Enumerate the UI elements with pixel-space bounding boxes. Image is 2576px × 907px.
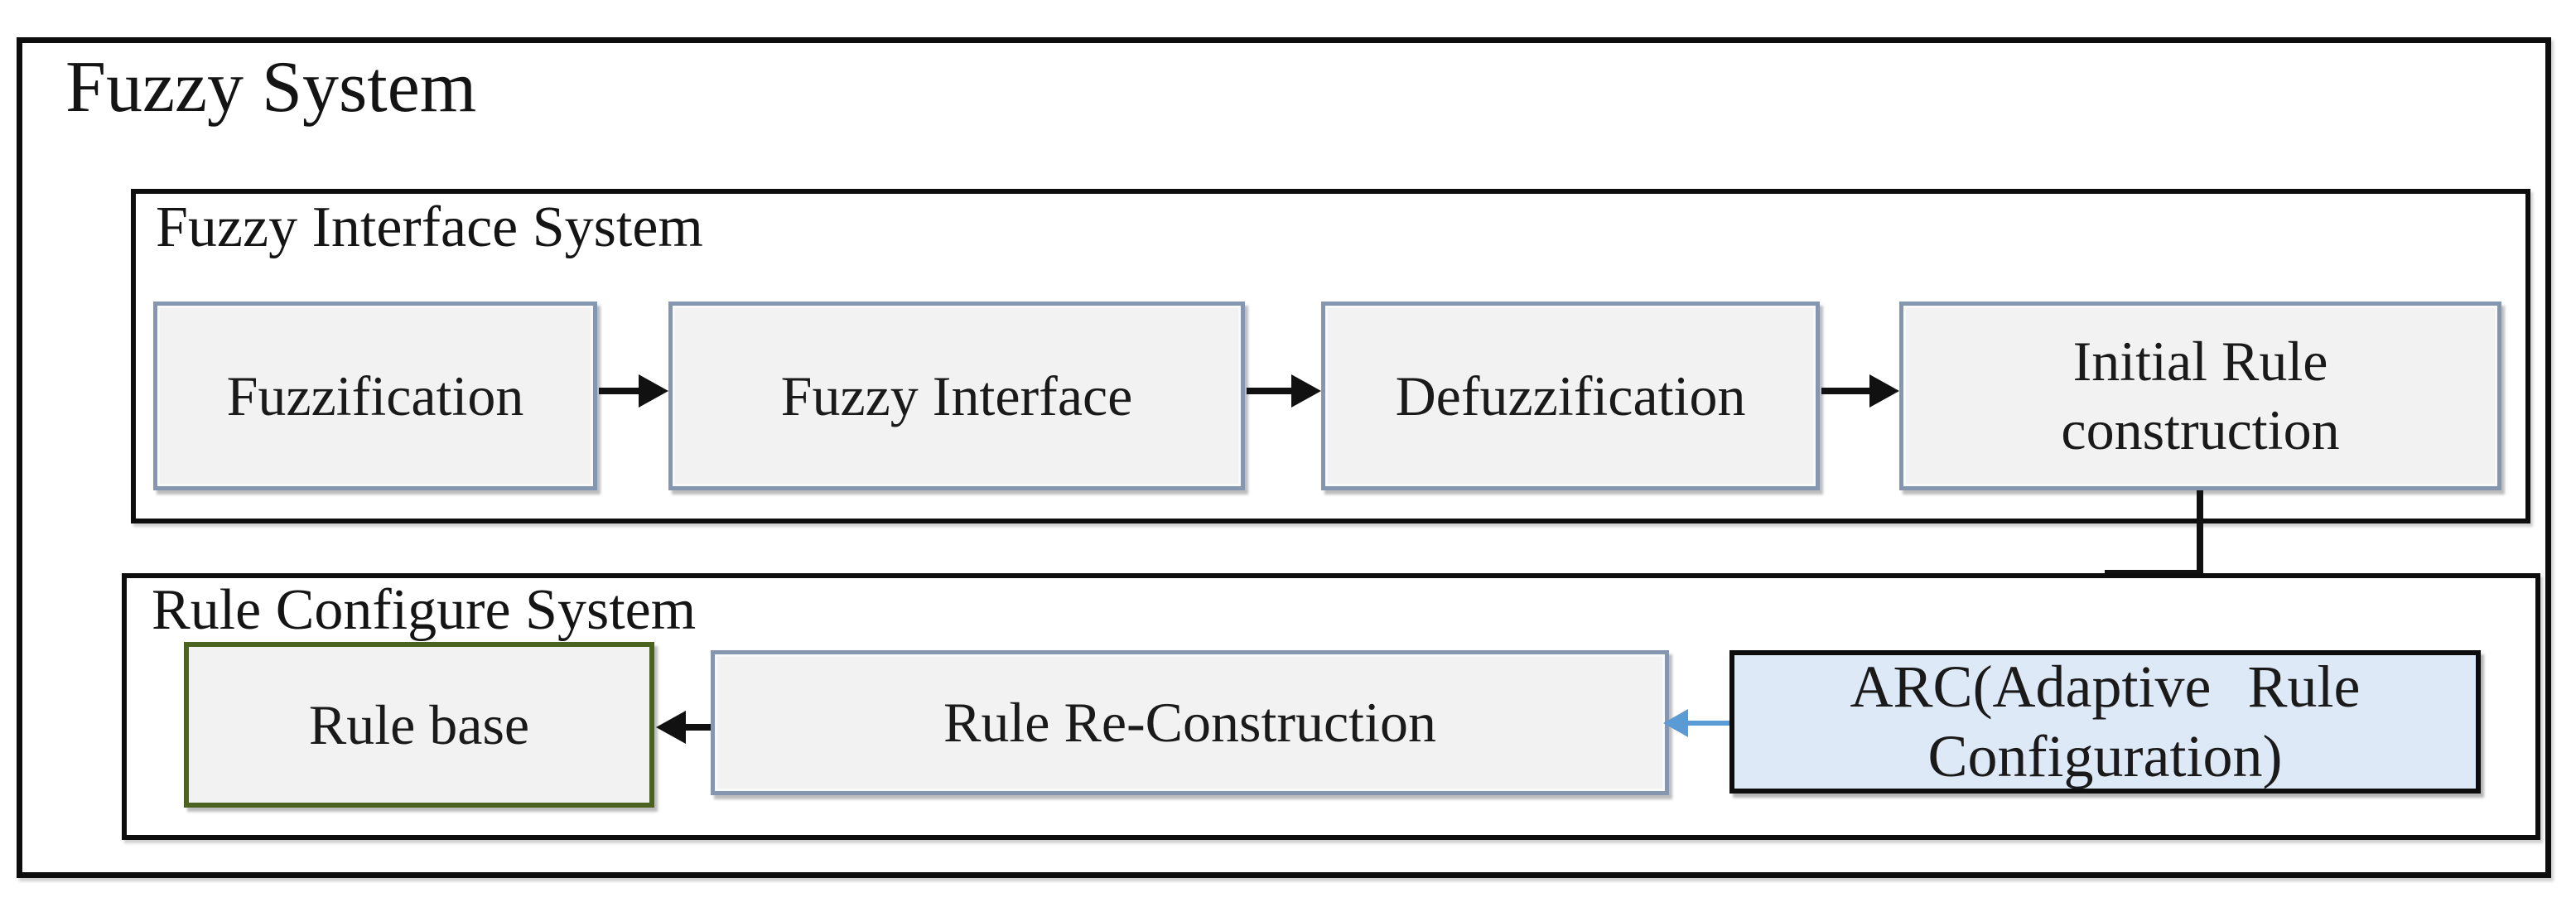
arc-line2: Configuration) bbox=[1927, 722, 2283, 789]
rule-configure-system-label: Rule Configure System bbox=[152, 578, 697, 642]
arrowhead-fuzzy-interface-to-defuzzification-icon bbox=[1291, 374, 1321, 408]
fuzzy-interface-system-label: Fuzzy Interface System bbox=[156, 195, 703, 259]
arrow-fuzzy-interface-to-defuzzification bbox=[1247, 388, 1291, 394]
arc-label: ARC(Adaptive Rule Configuration) bbox=[1850, 653, 2361, 791]
rule-base-label: Rule base bbox=[308, 692, 530, 756]
fuzzy-interface-label: Fuzzy Interface bbox=[780, 364, 1133, 427]
initial-rule-construction-label: Initial Rule construction bbox=[2061, 327, 2339, 465]
arrow-fuzzification-to-fuzzy-interface bbox=[599, 388, 639, 394]
rule-configure-system-container: Rule Configure System Rule base Rule Re-… bbox=[122, 573, 2540, 840]
arrow-defuzzification-to-initial-rule bbox=[1821, 388, 1869, 394]
arrowhead-defuzzification-to-initial-rule-icon bbox=[1869, 374, 1899, 408]
arrow-rule-re-to-rule-base bbox=[683, 724, 711, 731]
initial-rule-line1: Initial Rule bbox=[2072, 330, 2328, 393]
fuzzification-label: Fuzzification bbox=[226, 364, 524, 427]
fuzzy-system-container: Fuzzy System Fuzzy Interface System Fuzz… bbox=[17, 37, 2551, 878]
rule-base-box: Rule base bbox=[184, 642, 654, 808]
initial-rule-line2: construction bbox=[2061, 398, 2340, 461]
arc-line1: ARC(Adaptive Rule bbox=[1850, 653, 2361, 720]
arrowhead-rule-re-to-rule-base-icon bbox=[656, 711, 686, 744]
defuzzification-label: Defuzzification bbox=[1395, 364, 1746, 427]
rule-reconstruction-label: Rule Re-Construction bbox=[943, 691, 1436, 755]
arc-box: ARC(Adaptive Rule Configuration) bbox=[1729, 650, 2481, 794]
defuzzification-box: Defuzzification bbox=[1321, 302, 1820, 490]
initial-rule-construction-box: Initial Rule construction bbox=[1899, 302, 2501, 490]
fuzzy-interface-system-container: Fuzzy Interface System Fuzzification Fuz… bbox=[131, 189, 2530, 523]
rule-reconstruction-box: Rule Re-Construction bbox=[711, 650, 1669, 795]
arrow-arc-to-rule-re bbox=[1686, 721, 1729, 726]
connector-initial-rule-to-arc-vertical1 bbox=[2197, 490, 2203, 573]
diagram-title: Fuzzy System bbox=[65, 47, 477, 128]
fuzzification-box: Fuzzification bbox=[153, 302, 597, 490]
arrowhead-fuzzification-to-fuzzy-interface-icon bbox=[639, 374, 668, 408]
fuzzy-interface-box: Fuzzy Interface bbox=[668, 302, 1245, 490]
arrowhead-arc-to-rule-re-icon bbox=[1663, 709, 1688, 737]
